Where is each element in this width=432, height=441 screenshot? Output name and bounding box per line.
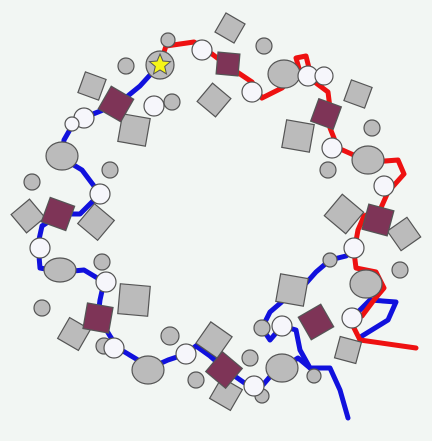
- residue-symbols: [11, 13, 421, 410]
- grey-diamond: [344, 80, 372, 108]
- grey-diamond: [387, 217, 420, 250]
- grey-circle: [94, 254, 110, 270]
- white-circle: [96, 272, 116, 292]
- white-circle: [176, 344, 196, 364]
- grey-ellipse: [132, 356, 164, 384]
- grey-circle: [256, 38, 272, 54]
- grey-circle: [161, 33, 175, 47]
- white-circle: [322, 138, 342, 158]
- grey-circle: [307, 369, 321, 383]
- grey-circle: [161, 327, 179, 345]
- grey-diamond: [197, 83, 231, 117]
- grey-circle: [392, 262, 408, 278]
- grey-square: [118, 284, 151, 317]
- grey-square: [282, 120, 314, 152]
- white-circle: [342, 308, 362, 328]
- grey-ellipse: [44, 258, 76, 282]
- grey-square: [276, 274, 308, 306]
- white-circle: [242, 82, 262, 102]
- grey-diamond: [215, 13, 245, 43]
- grey-circle: [242, 350, 258, 366]
- white-circle: [244, 376, 264, 396]
- grey-circle: [323, 253, 337, 267]
- grey-circle: [254, 320, 270, 336]
- maroon-diamond: [83, 303, 113, 333]
- grey-ellipse: [266, 354, 298, 382]
- grey-circle: [118, 58, 134, 74]
- maroon-diamond: [216, 52, 240, 76]
- maroon-diamond: [298, 304, 334, 340]
- grey-circle: [364, 120, 380, 136]
- grey-circle: [24, 174, 40, 190]
- grey-diamond: [335, 337, 362, 364]
- white-circle: [374, 176, 394, 196]
- grey-ellipse: [46, 142, 78, 170]
- white-circle: [144, 96, 164, 116]
- grey-circle: [102, 162, 118, 178]
- white-circle: [344, 238, 364, 258]
- white-circle: [272, 316, 292, 336]
- white-circle: [192, 40, 212, 60]
- grey-circle: [320, 162, 336, 178]
- white-circle: [30, 238, 50, 258]
- grey-circle: [164, 94, 180, 110]
- grey-circle: [34, 300, 50, 316]
- white-circle: [65, 117, 79, 131]
- grey-ellipse: [350, 270, 382, 298]
- white-circle: [315, 67, 333, 85]
- maroon-diamond: [311, 99, 342, 130]
- grey-diamond: [78, 72, 106, 100]
- white-circle: [104, 338, 124, 358]
- grey-ellipse: [352, 146, 384, 174]
- grey-ellipse: [268, 60, 300, 88]
- grey-circle: [188, 372, 204, 388]
- white-circle: [90, 184, 110, 204]
